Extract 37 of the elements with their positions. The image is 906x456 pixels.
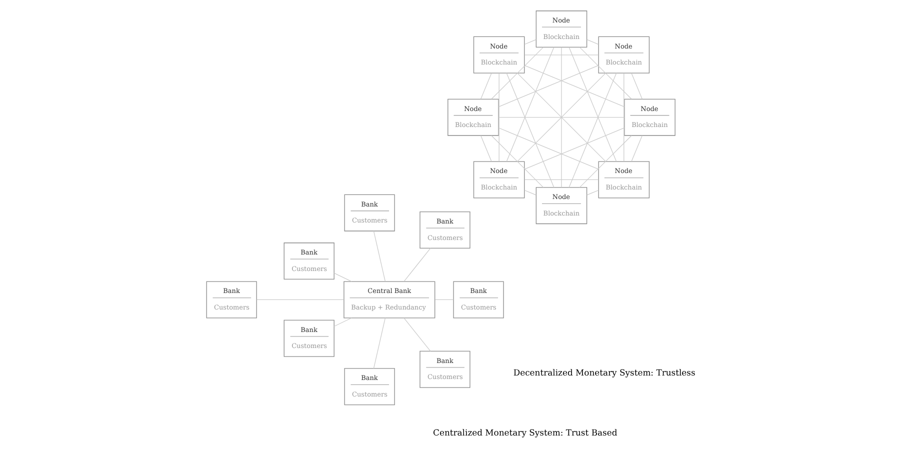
connector [586, 39, 598, 45]
connector [506, 72, 554, 188]
connector [560, 46, 562, 188]
connector [524, 39, 536, 45]
connector [333, 272, 352, 282]
connector [623, 72, 624, 162]
connector [403, 248, 430, 282]
connector [524, 128, 624, 170]
connector [498, 72, 499, 162]
connector [524, 190, 536, 196]
connector [403, 318, 430, 352]
connector [490, 46, 544, 100]
label: Decentralized Monetary System: Trustless [512, 367, 695, 378]
connector [498, 128, 598, 170]
connector [498, 117, 624, 118]
connector [524, 65, 624, 108]
connector [630, 72, 642, 100]
connector [524, 179, 598, 180]
connector [333, 318, 352, 327]
connector [480, 72, 492, 100]
connector [586, 190, 598, 196]
connector [578, 135, 632, 188]
connector [568, 72, 616, 188]
connector [524, 54, 598, 56]
connector [506, 46, 554, 162]
connector [480, 135, 492, 162]
connector [490, 135, 544, 188]
label: Centralized Monetary System: Trust Based [432, 428, 617, 438]
connector [372, 318, 386, 369]
connector [516, 72, 606, 162]
connector [568, 46, 616, 162]
connector [434, 299, 454, 300]
connector [578, 46, 632, 100]
connector [256, 299, 344, 300]
connector [630, 135, 642, 162]
connector [372, 230, 386, 282]
connector [498, 65, 598, 108]
